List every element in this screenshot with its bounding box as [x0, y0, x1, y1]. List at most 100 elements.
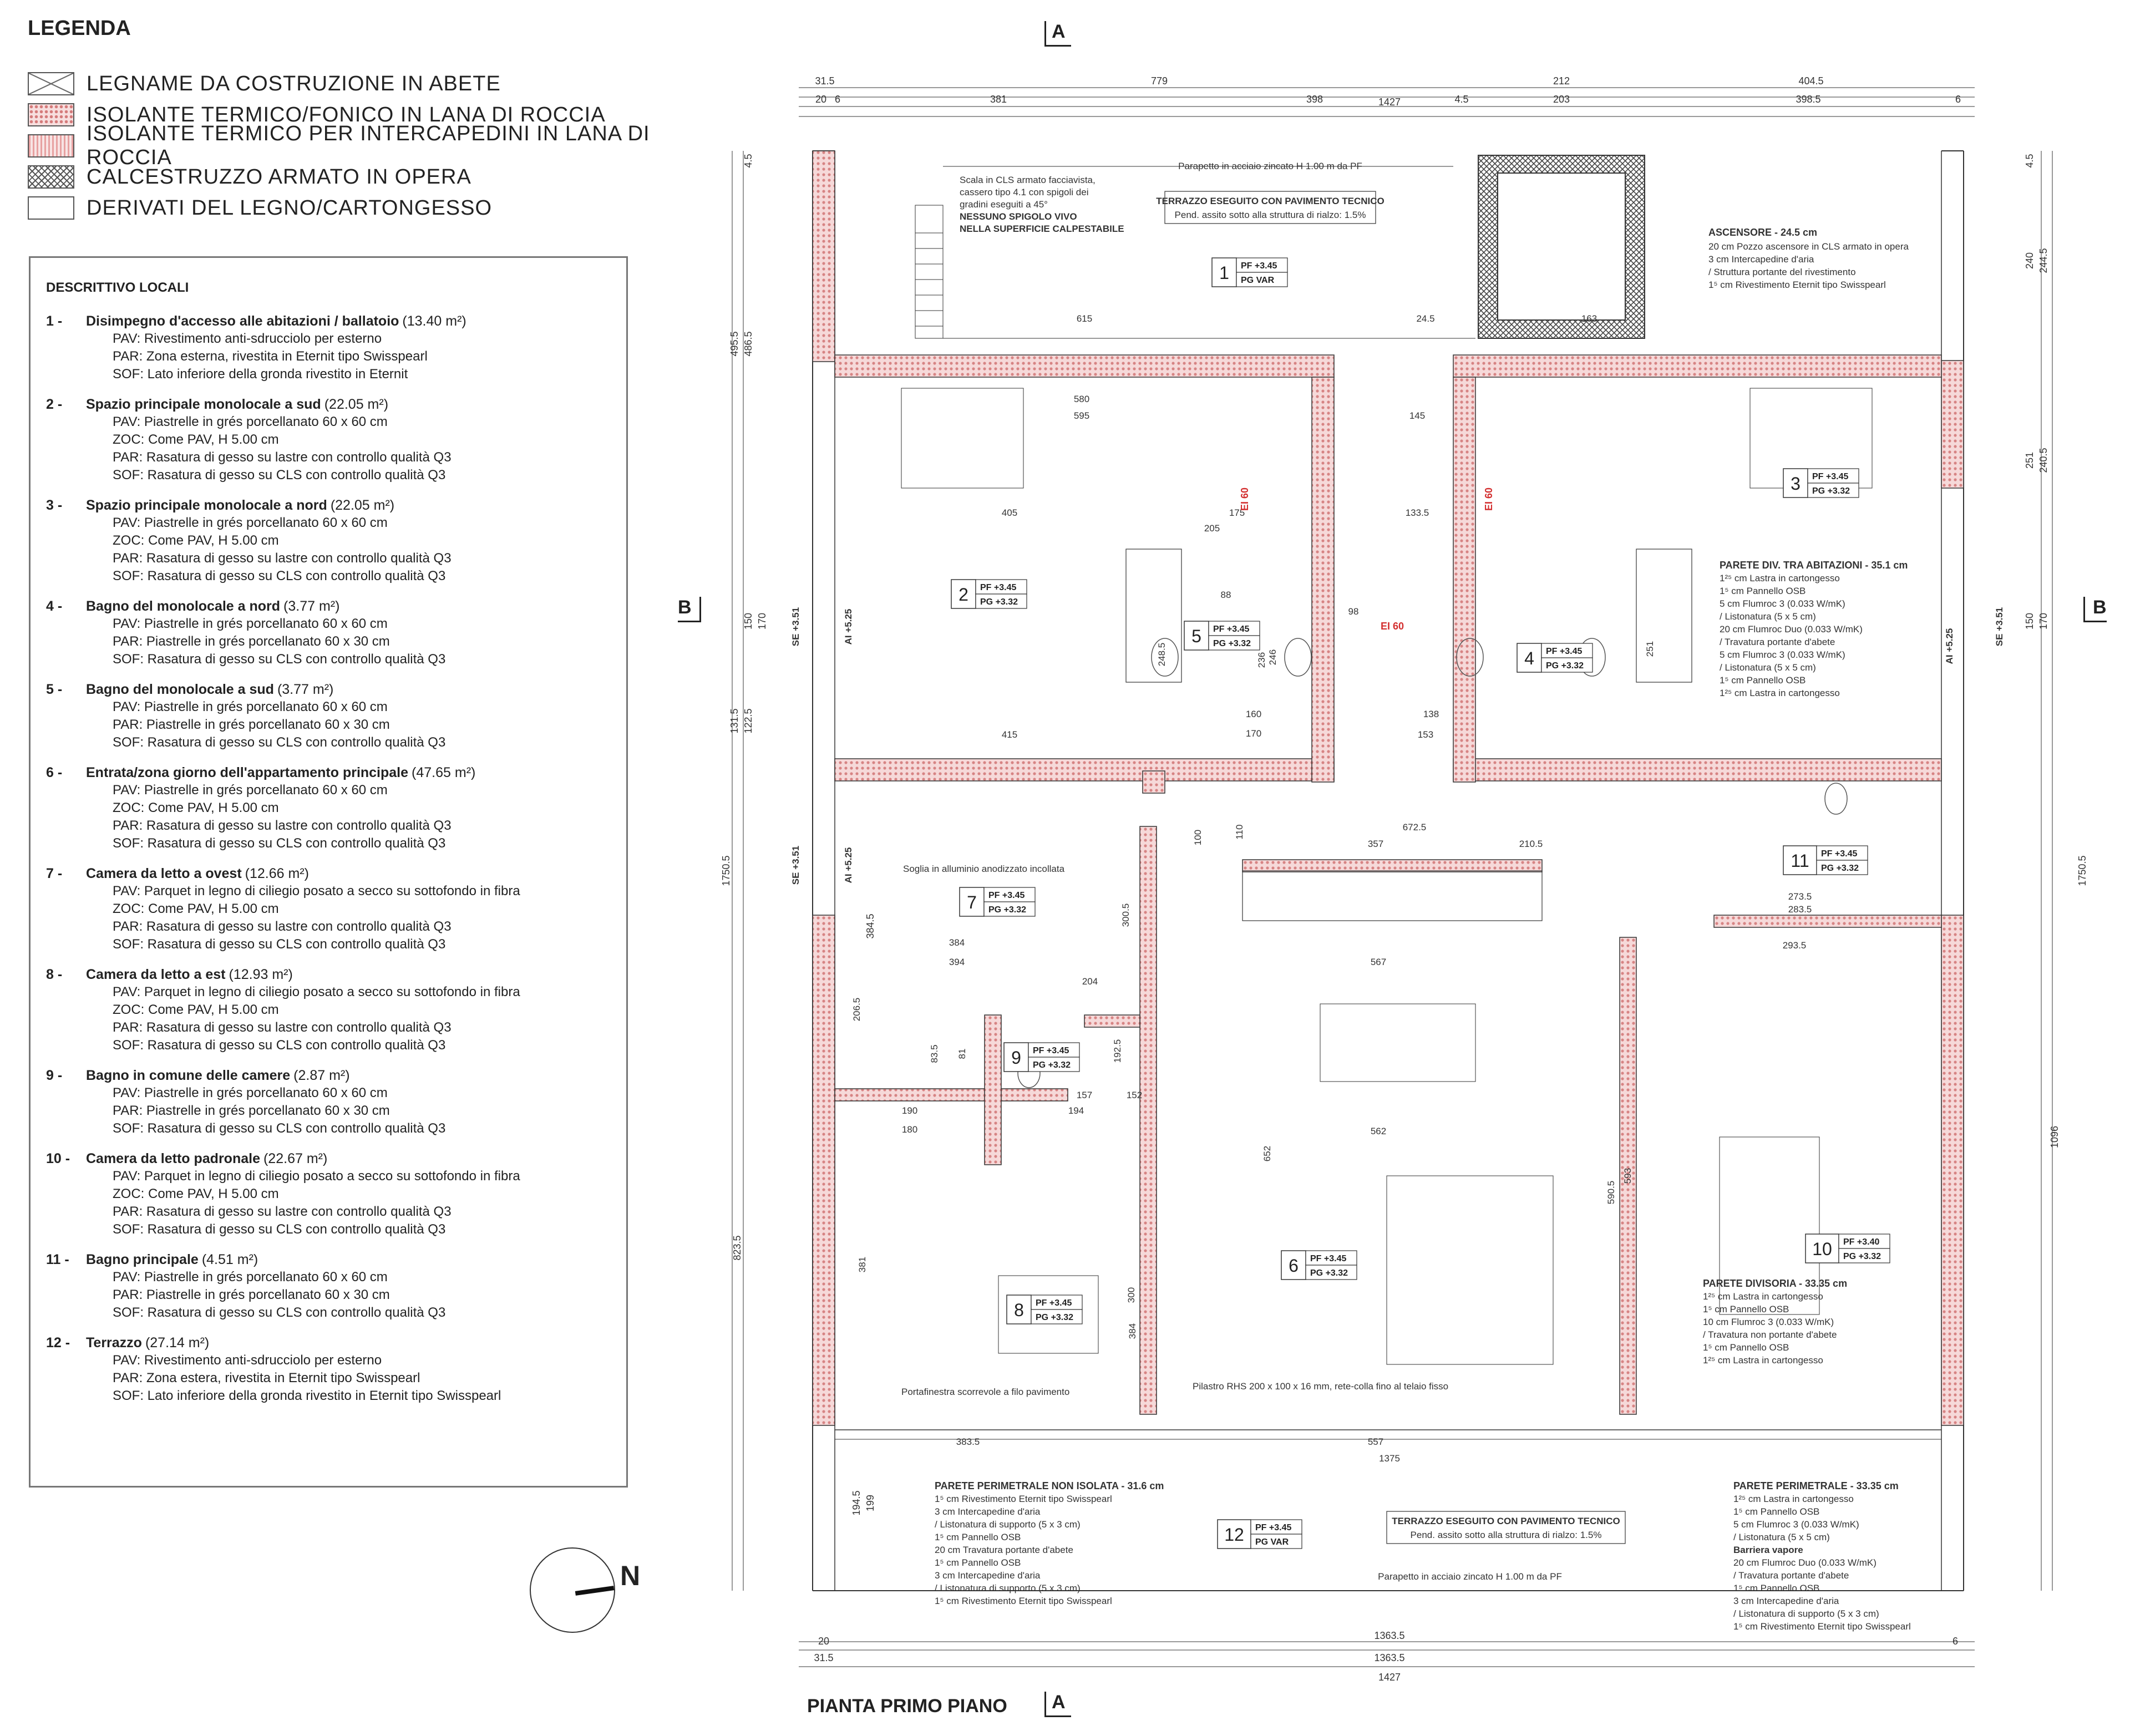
room-number: 5 - — [46, 682, 63, 697]
dim-text: 6 — [835, 94, 840, 105]
room-tag-pf-box — [1541, 643, 1593, 658]
note-text: Barriera vapore — [1733, 1545, 1803, 1555]
room-area: (22.05 m²) — [330, 498, 395, 513]
toilet-icon — [1284, 638, 1312, 677]
room-tag-number: 10 — [1812, 1239, 1832, 1259]
room-tag-number: 9 — [1011, 1048, 1021, 1068]
dim-text: 170 — [1246, 728, 1261, 739]
room-number: 8 - — [46, 967, 63, 982]
room-area: (3.77 m²) — [283, 598, 340, 614]
dim-text: 251 — [1645, 641, 1655, 657]
dim-text: 486.5 — [743, 331, 754, 356]
note-text: 1²⁵ cm Lastra in cartongesso — [1733, 1494, 1854, 1504]
room-heading: 5 -Bagno del monolocale a sud(3.77 m²) — [46, 681, 611, 698]
room-name: Camera da letto a ovest — [86, 866, 242, 881]
dim-text: 300 — [1126, 1287, 1137, 1303]
room-description-2: 2 -Spazio principale monolocale a sud(22… — [46, 395, 611, 484]
room-name: Bagno in comune delle camere — [86, 1068, 291, 1083]
room-tag-pg: PG +3.32 — [1843, 1252, 1881, 1261]
dim-text: 20 — [818, 1636, 829, 1647]
room-name: Disimpegno d'accesso alle abitazioni / b… — [86, 313, 399, 329]
note-text: 1⁵ cm Rivestimento Eternit tipo Swisspea… — [935, 1494, 1112, 1504]
room-tag-pf: PF +3.45 — [1213, 625, 1249, 634]
room-name: Bagno del monolocale a nord — [86, 598, 281, 614]
dim-text: 384 — [949, 937, 965, 948]
kitchen-counter — [1125, 549, 1182, 683]
room-description-10: 10 -Camera da letto padronale(22.67 m²)P… — [46, 1150, 611, 1238]
rooms-list: 1 -Disimpegno d'accesso alle abitazioni … — [46, 312, 611, 1405]
room-tag-pf-box — [1028, 1042, 1080, 1058]
room-tag-pf-box — [975, 579, 1027, 595]
note-box — [1386, 1511, 1626, 1544]
room-description-4: 4 -Bagno del monolocale a nord(3.77 m²)P… — [46, 597, 611, 668]
room-spec-line: PAV: Rivestimento anti-sdrucciolo per es… — [113, 331, 382, 346]
room-tag-pg: PG VAR — [1255, 1537, 1289, 1547]
legend-label: CALCESTRUZZO ARMATO IN OPERA — [87, 165, 471, 189]
room-spec-line: PAR: Rasatura di gesso su lastre con con… — [113, 450, 452, 465]
room-tag-pf: PF +3.45 — [1033, 1046, 1069, 1055]
wall-insulation-right — [1941, 915, 1964, 1426]
wall-insulation-right — [1941, 360, 1964, 489]
room-description-12: 12 -Terrazzo(27.14 m²)PAV: Rivestimento … — [46, 1334, 611, 1405]
room-spec-line: PAR: Piastrelle in grés porcellanato 60 … — [113, 634, 390, 649]
dim-text: 4.5 — [1454, 94, 1468, 105]
note-text: 5 cm Flumroc 3 (0.033 W/mK) — [1720, 598, 1845, 609]
room-name: Bagno del monolocale a sud — [86, 682, 274, 697]
room-number: 11 - — [46, 1252, 69, 1267]
dim-text: 170 — [2038, 613, 2049, 630]
room-tag-pf: PF +3.45 — [1241, 261, 1277, 271]
note-text: PARETE DIV. TRA ABITAZIONI - 35.1 cm — [1720, 560, 1908, 571]
room-tag-pg: PG +3.32 — [980, 597, 1018, 607]
room-spec-line: ZOC: Come PAV, H 5.00 cm — [113, 1186, 279, 1201]
bed-outline — [901, 388, 1024, 489]
dim-text: 152 — [1127, 1090, 1142, 1100]
dim-text: 557 — [1368, 1436, 1383, 1447]
dim-text: 98 — [1348, 606, 1359, 617]
note-text: 1⁵ cm Pannello OSB — [1703, 1304, 1789, 1314]
plan-title: PIANTA PRIMO PIANO — [807, 1696, 1007, 1717]
room-area: (27.14 m²) — [145, 1335, 210, 1351]
wall-insulation-kitchen — [1242, 859, 1543, 872]
dim-text: 590.5 — [1606, 1181, 1616, 1205]
room-area: (2.87 m²) — [293, 1068, 350, 1083]
room-area: (22.67 m²) — [263, 1151, 328, 1166]
room-tag-pg-box — [975, 593, 1027, 609]
legend-swatch-rock-cavity — [28, 134, 74, 158]
note-text: 20 cm Travatura portante d'abete — [935, 1545, 1073, 1555]
room-tag-pg-box — [1807, 483, 1859, 498]
wall-insulation-corner — [1142, 770, 1165, 794]
wall-insulation-bath — [1713, 915, 1942, 928]
dim-text: 145 — [1409, 410, 1425, 421]
room-heading: 8 -Camera da letto a est(12.93 m²) — [46, 966, 611, 983]
fire-rating-label: EI 60 — [1381, 621, 1404, 632]
room-tag-pg-box — [1816, 860, 1868, 875]
room-spec-line: PAV: Parquet in legno di ciliegio posato… — [113, 984, 520, 999]
legend-swatch-derived — [28, 196, 74, 220]
toilet-icon — [1456, 638, 1484, 677]
room-tag-number-box — [1783, 468, 1808, 498]
room-spec-line: PAR: Piastrelle in grés porcellanato 60 … — [113, 1103, 390, 1118]
legend-swatch-rock — [28, 103, 74, 126]
room-heading: 2 -Spazio principale monolocale a sud(22… — [46, 395, 611, 413]
dim-text: 81 — [957, 1049, 967, 1059]
dim-text: 615 — [1077, 313, 1092, 324]
note-text: 1²⁵ cm Lastra in cartongesso — [1703, 1355, 1823, 1366]
room-heading: 7 -Camera da letto a ovest(12.66 m²) — [46, 865, 611, 882]
lift-shaft-inner — [1497, 172, 1626, 321]
room-number: 10 - — [46, 1151, 70, 1166]
room-tag-pf-box — [1838, 1234, 1890, 1249]
dim-text: 31.5 — [815, 75, 834, 87]
note-text: / Travatura portante d'abete — [1733, 1570, 1849, 1581]
dim-text: 1096 — [2049, 1126, 2060, 1148]
room-spec-line: SOF: Rasatura di gesso su CLS con contro… — [113, 468, 446, 483]
room-tag-pg: PG +3.32 — [1213, 639, 1251, 648]
dim-text: 1363.5 — [1374, 1630, 1404, 1641]
room-tag-pg-box — [983, 901, 1036, 917]
room-number: 3 - — [46, 498, 63, 513]
north-arrow — [530, 1547, 615, 1633]
room-heading: 10 -Camera da letto padronale(22.67 m²) — [46, 1150, 611, 1168]
fire-rating-label: EI 60 — [1239, 488, 1250, 511]
room-tag-number-box — [1281, 1250, 1306, 1280]
